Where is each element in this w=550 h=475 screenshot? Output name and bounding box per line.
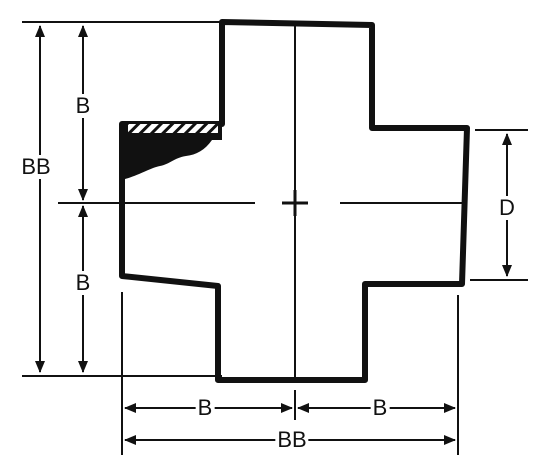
label-d: D [497,195,517,220]
label-b-bottom-right: B [370,395,390,420]
label-b-bottom-left: B [195,395,215,420]
label-bb-vertical: BB [19,154,53,179]
dimension-lines [35,25,512,445]
weld-section [122,124,222,180]
hatch-band [128,124,218,133]
label-b-upper: B [73,93,93,118]
label-b-lower: B [73,270,93,295]
center-lines [58,22,465,382]
label-bb-horizontal: BB [275,427,309,452]
extension-lines [22,21,528,455]
